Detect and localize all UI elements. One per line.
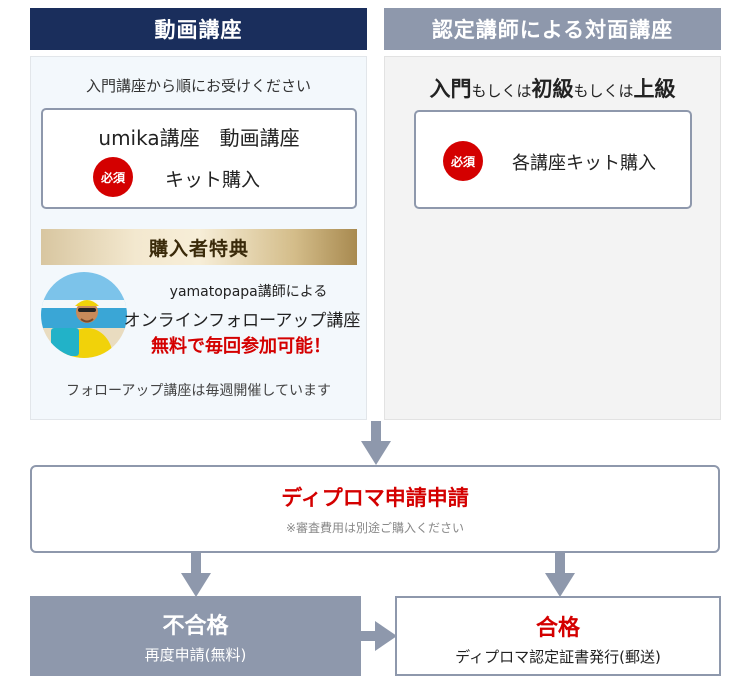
- diploma-application-box: ディプロマ申請申請 ※審査費用は別途ご購入ください: [30, 465, 720, 553]
- promo-course-line: オンラインフォローアップ講座: [123, 311, 361, 331]
- diploma-application-title: ディプロマ申請申請: [281, 486, 469, 510]
- course-levels: 入門もしくは初級もしくは上級: [385, 73, 720, 103]
- video-course-panel: 入門講座から順にお受けください umika講座 動画講座 必須 キット購入 購入…: [30, 56, 367, 420]
- each-kit-purchase-label: 各講座キット購入: [512, 153, 656, 174]
- promo-instructor-line: yamatopapa講師による: [169, 284, 328, 300]
- fail-subtitle: 再度申請(無料): [144, 646, 247, 664]
- level-separator: もしくは: [573, 82, 634, 100]
- arrow-down-icon: [545, 553, 575, 597]
- promo-free-line: 無料で毎回参加可能！: [151, 336, 331, 357]
- pass-title: 合格: [535, 616, 580, 641]
- level-elementary: 初級: [531, 77, 574, 101]
- fail-result-box: 不合格 再度申請(無料): [30, 596, 361, 676]
- instructor-photo: [41, 272, 127, 358]
- intro-text: 入門講座から順にお受けください: [85, 77, 311, 95]
- arrow-down-icon: [181, 553, 211, 597]
- level-beginner: 入門: [429, 77, 472, 101]
- level-separator: もしくは: [471, 82, 532, 100]
- arrow-down-icon: [361, 421, 391, 465]
- diploma-fee-note: ※審査費用は別途ご購入ください: [285, 521, 465, 535]
- video-course-header: 動画講座: [30, 8, 367, 50]
- fail-title: 不合格: [162, 614, 229, 639]
- pass-subtitle: ディプロマ認定証書発行(郵送): [455, 648, 661, 666]
- purchaser-bonus-header: 購入者特典: [41, 229, 357, 265]
- in-person-kit-box: 必須 各講座キット購入: [414, 110, 692, 209]
- followup-note: フォローアップ講座は毎週開催しています: [65, 383, 332, 399]
- arrow-right-icon: [361, 621, 397, 651]
- required-badge: 必須: [443, 141, 483, 181]
- kit-purchase-label: キット購入: [165, 169, 261, 191]
- level-advanced: 上級: [633, 77, 676, 101]
- in-person-course-panel: 入門もしくは初級もしくは上級 必須 各講座キット購入: [384, 56, 721, 420]
- video-course-title: umika講座 動画講座: [98, 126, 300, 150]
- pass-result-box: 合格 ディプロマ認定証書発行(郵送): [395, 596, 721, 676]
- in-person-course-header: 認定講師による対面講座: [384, 8, 721, 50]
- required-badge: 必須: [93, 157, 133, 197]
- video-course-box: umika講座 動画講座 必須 キット購入: [41, 108, 357, 209]
